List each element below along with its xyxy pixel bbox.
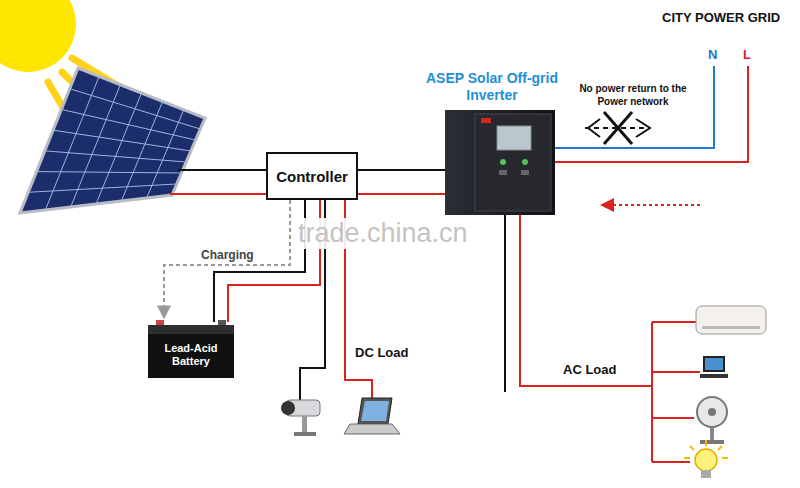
wire bbox=[555, 66, 748, 162]
fan-icon bbox=[697, 397, 727, 444]
controller-box: Controller bbox=[266, 152, 358, 200]
inverter: ASEP Solar Off-grid Inverter bbox=[445, 110, 555, 215]
camera-icon bbox=[281, 400, 320, 436]
note: No power return to the Power network bbox=[572, 82, 694, 108]
sun bbox=[0, 0, 76, 72]
blocked-arrow bbox=[585, 112, 650, 144]
light-bulb-icon bbox=[684, 440, 728, 478]
battery: Lead-Acid Battery bbox=[148, 320, 234, 378]
device-heading: ASEP Solar Off-grid Inverter bbox=[417, 70, 567, 104]
box-title: Controller bbox=[276, 168, 348, 185]
supply-arrow bbox=[600, 198, 700, 212]
wire bbox=[555, 66, 714, 148]
wire-label: L bbox=[743, 47, 751, 62]
laptop-icon bbox=[344, 398, 400, 434]
connector-label: Charging bbox=[199, 248, 256, 262]
wire bbox=[652, 322, 700, 462]
wire bbox=[170, 193, 266, 195]
wire bbox=[178, 169, 266, 171]
wire-label: N bbox=[708, 47, 717, 62]
group-label: AC Load bbox=[563, 362, 616, 377]
watermark: trade.china.cn bbox=[296, 218, 470, 249]
connector bbox=[358, 170, 445, 194]
wire bbox=[520, 215, 652, 386]
inverter-body bbox=[445, 110, 555, 215]
air-conditioner-icon bbox=[696, 306, 766, 334]
title-label: CITY POWER GRID bbox=[662, 10, 780, 25]
group-label: DC Load bbox=[355, 345, 408, 360]
solar-panel bbox=[20, 68, 205, 213]
computer-icon bbox=[700, 356, 728, 378]
battery-label: Lead-Acid Battery bbox=[153, 342, 229, 368]
wire bbox=[504, 215, 506, 392]
